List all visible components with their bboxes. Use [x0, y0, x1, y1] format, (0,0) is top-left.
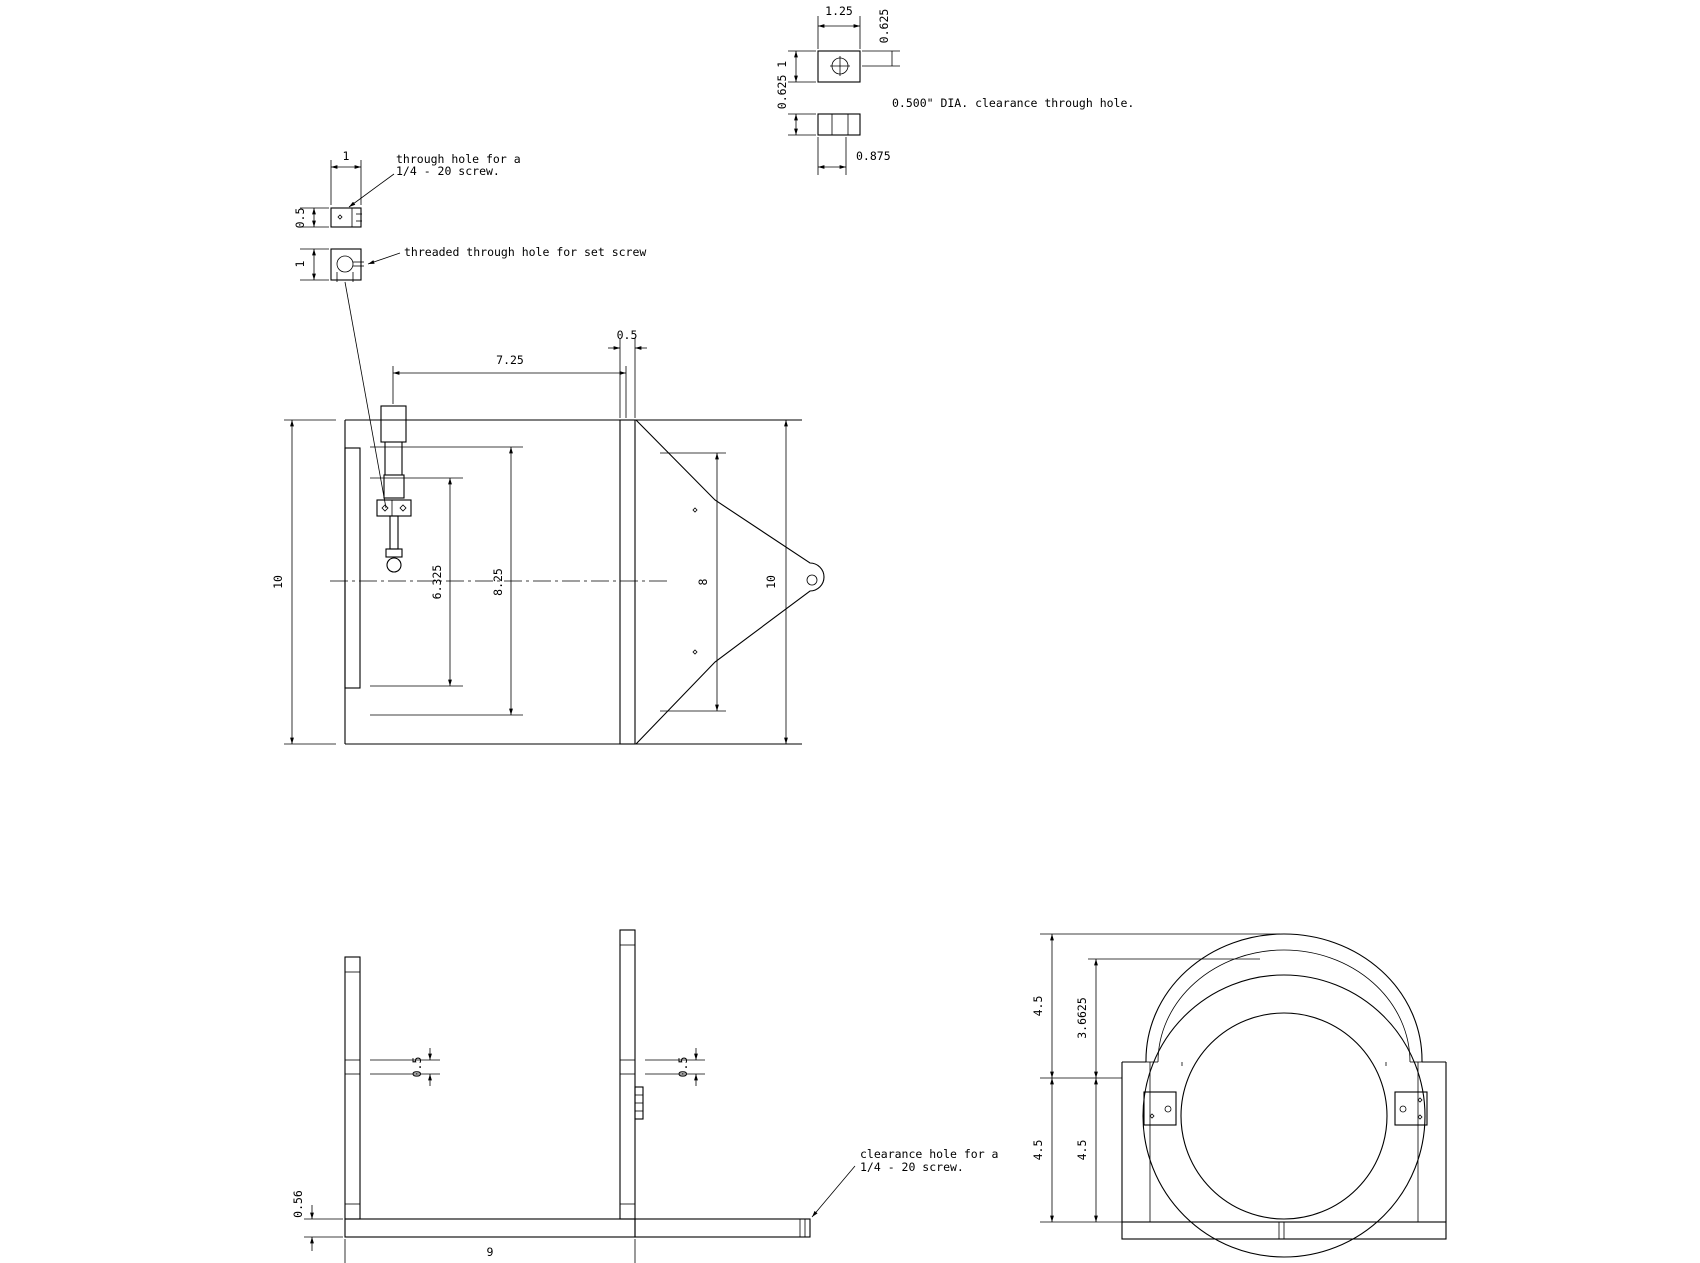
- dim-arc-height: 3.6625: [1075, 997, 1089, 1039]
- dim-inner-b: 8.25: [491, 568, 505, 596]
- dim-block-depth: 0.875: [856, 149, 891, 163]
- block-detail: 1.25 0.625 0.625 1 0.875 0.500" DIA. cle…: [775, 4, 1134, 175]
- dim-clamp-height: 1: [293, 260, 307, 267]
- front-view: 0.5 0.5 0.56 9 clearance hole for a 1/4 …: [291, 929, 998, 1263]
- dim-tab-span: 8: [696, 578, 710, 585]
- note-through-hole-1: through hole for a: [396, 152, 521, 166]
- clamp-detail: 1 0.5 1 through hole for a 1/4 - 20 scre…: [293, 149, 646, 509]
- dim-block-width: 1.25: [825, 4, 853, 18]
- note-threaded-hole: threaded through hole for set screw: [404, 245, 646, 259]
- note-clearance-hole-1: clearance hole for a: [860, 1147, 998, 1161]
- dim-lower-left: 4.5: [1031, 1140, 1045, 1161]
- dim-inner-a: 6.325: [430, 565, 444, 600]
- dim-overall-right: 10: [764, 575, 778, 589]
- dim-block-top: 0.625: [877, 9, 891, 44]
- dim-plate-thick: 0.5: [617, 328, 638, 342]
- dim-slot-right: 0.5: [676, 1057, 690, 1078]
- side-view: 4.5 4.5 3.6625 4.5: [1031, 933, 1447, 1258]
- dim-clamp-thick: 0.5: [293, 208, 307, 229]
- dim-block-side: 0.625 1: [775, 61, 789, 110]
- dim-base-length: 9: [487, 1245, 494, 1259]
- dim-slot-left: 0.5: [410, 1057, 424, 1078]
- note-clearance-through-hole: 0.500" DIA. clearance through hole.: [892, 96, 1134, 110]
- dim-overall-left: 10: [271, 575, 285, 589]
- dim-clamp-width: 1: [343, 149, 350, 163]
- note-clearance-hole-2: 1/4 - 20 screw.: [860, 1160, 964, 1174]
- dim-upper-half: 4.5: [1031, 996, 1045, 1017]
- dim-base-thick: 0.56: [291, 1190, 305, 1218]
- note-through-hole-2: 1/4 - 20 screw.: [396, 164, 500, 178]
- dim-plate-span: 7.25: [496, 353, 524, 367]
- dim-lower-right: 4.5: [1075, 1140, 1089, 1161]
- plan-view: 6.325 8.25 10 8 10 7.25 0.5: [271, 328, 825, 745]
